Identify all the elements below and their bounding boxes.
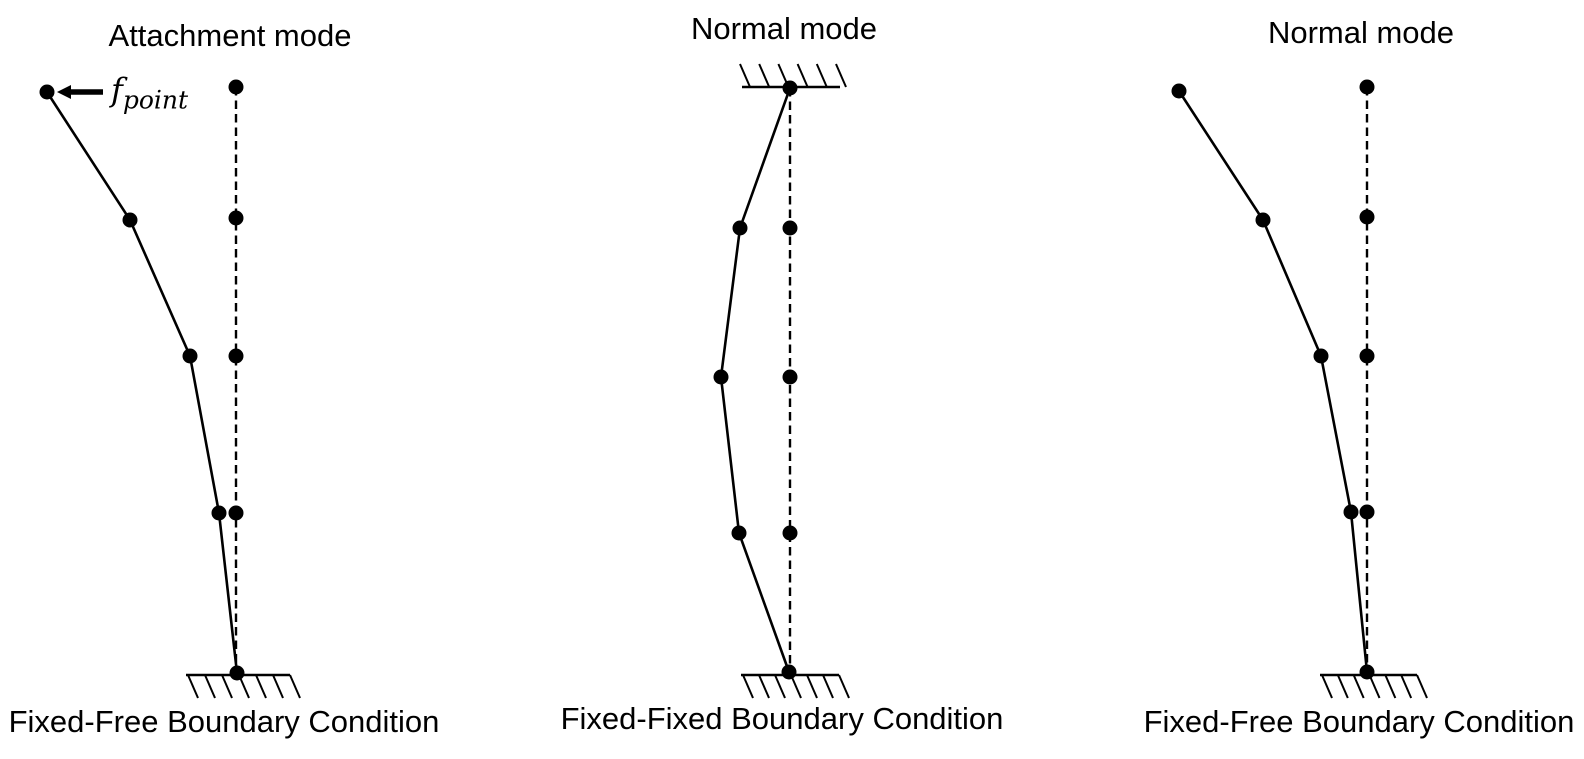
node-dot <box>122 212 138 228</box>
node-dot <box>1359 209 1375 225</box>
node-dot <box>229 665 245 681</box>
force-label: fpoint <box>111 74 188 112</box>
ground-hatch-stroke <box>221 674 233 699</box>
node-dot <box>1313 348 1329 364</box>
panel-title-normal-mode-center: Normal mode <box>690 11 878 46</box>
ground-hatch-stroke <box>1321 674 1333 699</box>
deflected-shape-line <box>719 87 792 673</box>
panel-caption-fixed-free-left: Fixed-Free Boundary Condition <box>8 704 440 739</box>
ground-hatch-stroke <box>758 674 770 699</box>
node-dot <box>782 525 798 541</box>
node-dot <box>782 80 798 96</box>
node-dot <box>228 79 244 95</box>
node-dot <box>1255 212 1271 228</box>
node-dot <box>1359 79 1375 95</box>
ground-hatch-stroke <box>272 674 284 699</box>
ceiling-hatch-stroke <box>758 63 771 88</box>
panel-caption-fixed-free-right: Fixed-Free Boundary Condition <box>1143 704 1575 739</box>
node-dot <box>782 220 798 236</box>
node-dot <box>781 664 797 680</box>
node-dot <box>782 369 798 385</box>
panel-title-attachment-mode: Attachment mode <box>108 18 352 53</box>
ground-hatch-stroke <box>255 674 267 699</box>
force-arrow-head <box>57 85 71 99</box>
node-dot <box>1359 348 1375 364</box>
force-symbol: f <box>111 71 123 109</box>
node-dot <box>1171 83 1187 99</box>
ground-hatch-stroke <box>1384 674 1397 699</box>
ground-hatch-stroke <box>742 674 754 699</box>
ground-hatch-stroke <box>1368 674 1381 699</box>
ground-hatch-stroke <box>774 674 786 699</box>
node-dot <box>39 84 55 100</box>
ceiling-hatch-stroke <box>796 63 809 88</box>
ground-hatch-stroke <box>289 674 301 699</box>
node-dot <box>1359 504 1375 520</box>
ground-hatch-stroke <box>806 674 818 699</box>
node-dot <box>182 348 198 364</box>
node-dot <box>228 505 244 521</box>
ground-hatch-stroke <box>187 674 199 699</box>
ground-hatch-stroke <box>204 674 216 699</box>
ceiling-hatch-stroke <box>835 63 847 88</box>
ground-hatch-stroke <box>1336 674 1349 699</box>
node-dot <box>228 210 244 226</box>
ceiling-hatch-stroke <box>815 63 828 88</box>
panel-caption-fixed-fixed: Fixed-Fixed Boundary Condition <box>560 701 1004 736</box>
node-dot <box>1343 504 1359 520</box>
node-dot <box>228 348 244 364</box>
deflected-shape-line <box>45 91 239 674</box>
node-dot <box>732 220 748 236</box>
deflected-shape-line <box>1177 90 1369 673</box>
node-dot <box>211 505 227 521</box>
ground-hatch-stroke <box>1400 674 1413 699</box>
node-dot <box>731 525 747 541</box>
node-dot <box>1359 664 1375 680</box>
force-subscript: point <box>122 85 189 115</box>
ground-hatch-stroke <box>790 674 802 699</box>
ground-hatch-stroke <box>1416 674 1428 699</box>
ground-hatch-stroke <box>822 674 834 699</box>
ceiling-hatch-stroke <box>739 63 751 88</box>
ground-hatch-stroke <box>1352 674 1365 699</box>
node-dot <box>713 369 729 385</box>
panel-title-normal-mode-right: Normal mode <box>1267 15 1455 50</box>
ground-hatch-stroke <box>838 674 850 699</box>
